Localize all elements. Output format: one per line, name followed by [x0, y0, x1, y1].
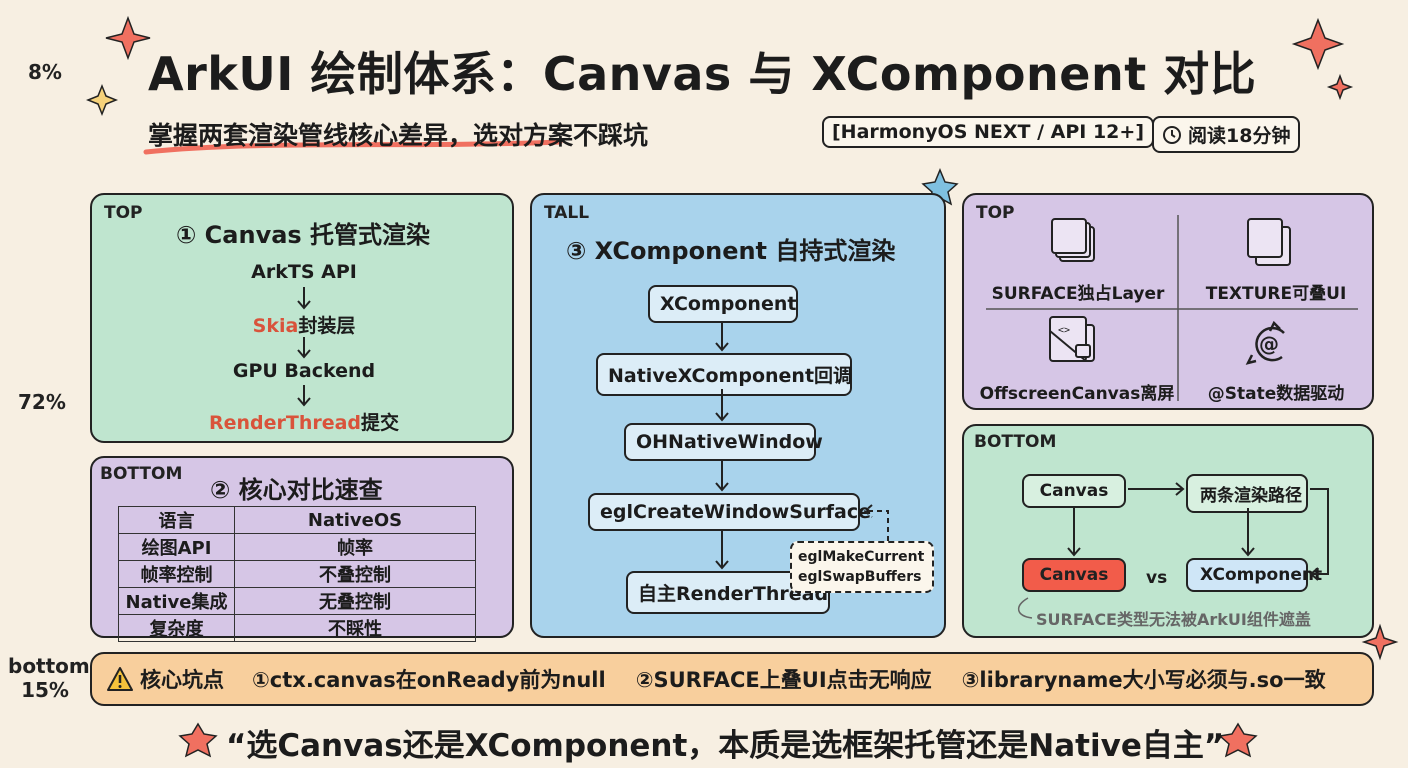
subtitle-underline — [143, 139, 563, 155]
side-label-bottom-pct: 15% — [21, 678, 69, 702]
warning-icon — [107, 667, 133, 691]
side-label-top: 8% — [28, 60, 62, 84]
path-node-two-paths: 两条渲染路径 — [1186, 474, 1308, 513]
feature-texture: TEXTURE可叠UI — [1205, 284, 1347, 304]
side-label-middle: 72% — [18, 390, 66, 414]
platform-tag: [HarmonyOS NEXT / API 12+] — [822, 116, 1155, 148]
path-node-canvas-red: Canvas — [1022, 558, 1126, 592]
pitfall-1: ①ctx.canvas在onReady前为null — [252, 668, 606, 692]
pitfall-2: ②SURFACE上叠UI点击无响应 — [635, 668, 932, 692]
canvas-flow-arrows — [297, 287, 311, 407]
compare-table: 语言 NativeOS 绘图API 帧率 帧率控制 不叠控制 Native集成 … — [118, 506, 476, 642]
layers-icon — [1051, 218, 1095, 262]
types-panel: TOP <> @ SURFACE — [962, 193, 1374, 410]
page-subtitle: 掌握两套渲染管线核心差异，选对方案不踩坑 — [148, 121, 649, 150]
sparkle-icon — [105, 15, 1399, 758]
at-sign-icon — [1245, 320, 1285, 365]
compare-panel-title: ② 核心对比速查 — [210, 476, 383, 504]
reading-time-text: 阅读18分钟 — [1188, 125, 1291, 147]
canvas-step-renderthread: RenderThread提交 — [92, 408, 516, 435]
canvas-step-gpu: GPU Backend — [232, 360, 376, 382]
bottom-quote: “选Canvas还是XComponent，本质是选框架托管还是Native自主” — [226, 728, 1225, 764]
feature-state: @State数据驱动 — [1207, 384, 1345, 404]
paths-panel-corner: BOTTOM — [974, 432, 1057, 452]
table-cell: NativeOS — [234, 506, 476, 534]
canvas-step-skia: Skia封装层 — [92, 311, 516, 338]
side-label-bottom: bottom 15% — [8, 654, 90, 702]
egl-note-line2: eglSwapBuffers — [798, 569, 922, 585]
pitfall-3: ③libraryname大小写必须与.so一致 — [961, 668, 1326, 692]
canvas-panel-corner: TOP — [104, 203, 143, 223]
canvas-step-rt-red: RenderThread — [208, 412, 362, 434]
xcomponent-panel-title: ③ XComponent 自持式渲染 — [566, 237, 896, 265]
path-node-xcomponent: XComponent — [1186, 558, 1322, 592]
node-ohnativewindow: OHNativeWindow — [624, 423, 823, 461]
xcomponent-flow-arrows — [715, 321, 889, 570]
canvas-step-arkts: ArkTS API — [251, 261, 357, 283]
vs-label: vs — [1146, 568, 1168, 588]
feature-surface: SURFACE独占Layer — [991, 284, 1165, 304]
node-xcomponent: XComponent — [648, 285, 798, 323]
table-cell: 复杂度 — [118, 614, 235, 642]
egl-note-line1: eglMakeCurrent — [798, 549, 925, 565]
egl-note: eglMakeCurrent eglSwapBuffers — [790, 541, 934, 593]
pitfalls-bar: 核心坑点 ①ctx.canvas在onReady前为null ②SURFACE上… — [90, 652, 1374, 706]
canvas-panel-title: ① Canvas 托管式渲染 — [176, 221, 431, 249]
pitfalls-label: 核心坑点 — [140, 668, 224, 692]
compare-panel: BOTTOM ② 核心对比速查 语言 NativeOS 绘图API 帧率 帧率控… — [90, 456, 514, 642]
path-node-canvas: Canvas — [1022, 474, 1126, 508]
feature-offscreen: OffscreenCanvas离屏 — [979, 384, 1175, 404]
node-native-callback: NativeXComponent回调 — [596, 353, 852, 396]
paths-panel: BOTTOM Canvas 两条渲染路径 Canvas vs XComponen… — [962, 424, 1374, 638]
table-cell: Native集成 — [118, 587, 235, 615]
table-cell: 帧率控制 — [118, 560, 235, 588]
table-cell: 无叠控制 — [234, 587, 476, 615]
table-row: 绘图API 帧率 — [118, 533, 476, 561]
paths-note: SURFACE类型无法被ArkUI组件遮盖 — [1036, 610, 1311, 629]
clock-icon — [1163, 125, 1181, 144]
code-window-icon — [1049, 316, 1095, 362]
canvas-step-rt-rest: 提交 — [361, 412, 400, 434]
side-label-bottom-word: bottom — [8, 654, 90, 678]
table-row: 语言 NativeOS — [118, 506, 476, 534]
texture-icon — [1247, 218, 1291, 266]
table-row: 复杂度 不睬性 — [118, 614, 476, 642]
types-grid: <> @ — [986, 215, 1358, 401]
canvas-panel: TOP ① Canvas 托管式渲染 ArkTS API Skia封装层 GPU… — [90, 193, 514, 443]
table-row: Native集成 无叠控制 — [118, 587, 476, 615]
page-title: ArkUI 绘制体系：Canvas 与 XComponent 对比 — [148, 47, 1257, 101]
node-egl-create: eglCreateWindowSurface — [588, 493, 871, 531]
table-cell: 不叠控制 — [234, 560, 476, 588]
table-cell: 帧率 — [234, 533, 476, 561]
paths-arrows — [1018, 482, 1329, 619]
table-cell: 不睬性 — [234, 614, 476, 642]
xcomponent-panel-corner: TALL — [544, 203, 590, 223]
compare-panel-corner: BOTTOM — [100, 464, 183, 484]
code-window-glyph: <> — [1058, 325, 1070, 336]
canvas-step-skia-red: Skia — [252, 315, 299, 337]
at-sign-glyph: @ — [1259, 332, 1279, 356]
xcomponent-panel: TALL ③ XComponent 自持式渲染 XComponent Nativ… — [530, 193, 946, 638]
reading-time-tag: 阅读18分钟 — [1152, 116, 1301, 153]
canvas-step-skia-rest: 封装层 — [298, 315, 356, 337]
table-row: 帧率控制 不叠控制 — [118, 560, 476, 588]
table-cell: 绘图API — [118, 533, 235, 561]
table-cell: 语言 — [118, 506, 235, 534]
types-panel-corner: TOP — [976, 203, 1015, 223]
